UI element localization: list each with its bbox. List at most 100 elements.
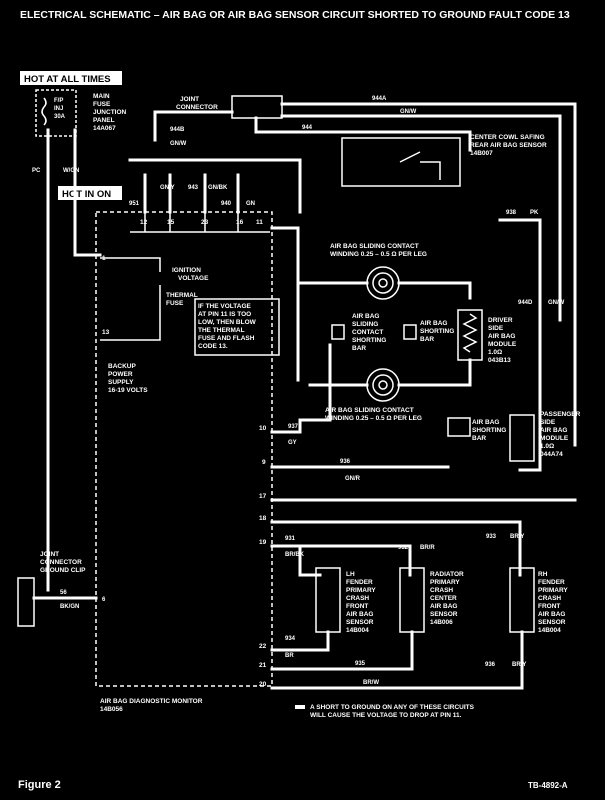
wire-937 bbox=[270, 343, 332, 434]
svg-text:BR: BR bbox=[285, 653, 294, 659]
svg-text:RADIATOR: RADIATOR bbox=[430, 571, 464, 578]
diagnostic-monitor-outline bbox=[95, 211, 273, 687]
svg-text:IF THE VOLTAGE: IF THE VOLTAGE bbox=[198, 303, 252, 310]
ground-clip-label: JOINT CONNECTOR GROUND CLIP bbox=[40, 551, 86, 574]
svg-text:AIR BAG: AIR BAG bbox=[346, 611, 373, 618]
svg-text:934: 934 bbox=[285, 636, 296, 642]
joint-connector-label-2: CONNECTOR bbox=[176, 104, 218, 111]
wire-944A bbox=[280, 102, 577, 447]
svg-text:AIR BAG: AIR BAG bbox=[472, 419, 499, 426]
svg-text:CENTER COWL SAFING: CENTER COWL SAFING bbox=[470, 134, 545, 141]
svg-text:JOINT: JOINT bbox=[40, 551, 59, 558]
svg-text:CODE 13.: CODE 13. bbox=[198, 343, 228, 350]
passenger-module-label: PASSENGER SIDE AIR BAG MODULE 1.0Ω 044A7… bbox=[540, 411, 581, 458]
svg-text:LOW, THEN BLOW: LOW, THEN BLOW bbox=[198, 319, 257, 326]
svg-text:SENSOR: SENSOR bbox=[430, 611, 458, 618]
svg-text:PK: PK bbox=[530, 210, 539, 216]
svg-text:PC: PC bbox=[32, 168, 41, 174]
svg-text:944B: 944B bbox=[170, 127, 185, 133]
svg-text:14A067: 14A067 bbox=[93, 125, 116, 132]
monitor-internal-bus bbox=[130, 212, 270, 233]
thermal-fuse-1: THERMAL bbox=[166, 292, 198, 299]
svg-text:931: 931 bbox=[285, 536, 296, 542]
svg-text:MODULE: MODULE bbox=[540, 435, 569, 442]
sliding-top-wires bbox=[296, 281, 472, 300]
svg-text:SIDE: SIDE bbox=[540, 419, 556, 426]
svg-text:19: 19 bbox=[259, 539, 267, 546]
shorting-bar-label: AIR BAG SHORTING BAR bbox=[420, 320, 454, 343]
wire-933 bbox=[270, 520, 522, 577]
monitor-top-pins: 12 15 23 16 11 bbox=[140, 219, 263, 226]
svg-text:AIR BAG SLIDING CONTACT: AIR BAG SLIDING CONTACT bbox=[330, 243, 419, 250]
note-box bbox=[194, 298, 280, 356]
wire-pin11 bbox=[270, 226, 300, 382]
hot-at-all-times-label: HOT AT ALL TIMES bbox=[24, 74, 111, 85]
passenger-shorting-bar-symbol bbox=[447, 417, 471, 437]
radiator-sensor-box bbox=[399, 567, 425, 633]
svg-text:BR/W: BR/W bbox=[363, 680, 379, 686]
svg-text:W/GN: W/GN bbox=[63, 168, 79, 174]
svg-text:WINDING 0.25 – 0.5 Ω PER LEG: WINDING 0.25 – 0.5 Ω PER LEG bbox=[330, 251, 427, 258]
fuse-label-2: INJ bbox=[54, 106, 63, 112]
svg-text:1.0Ω: 1.0Ω bbox=[540, 443, 554, 450]
svg-text:937: 937 bbox=[288, 424, 299, 430]
svg-text:944: 944 bbox=[302, 125, 313, 131]
wire-gnw-top bbox=[280, 114, 562, 322]
svg-text:THE THERMAL: THE THERMAL bbox=[198, 327, 245, 334]
legend-line-1: A SHORT TO GROUND ON ANY OF THESE CIRCUI… bbox=[310, 704, 475, 711]
svg-text:DRIVER: DRIVER bbox=[488, 317, 513, 324]
joint-connector-box bbox=[231, 95, 283, 119]
passenger-shorting-bar-label: AIR BAG SHORTING BAR bbox=[472, 419, 506, 442]
svg-text:SHORTING: SHORTING bbox=[472, 427, 506, 434]
thermal-fuse-2: FUSE bbox=[166, 300, 184, 307]
legend-swatch bbox=[295, 705, 305, 709]
hot-at-all-times-box bbox=[20, 71, 122, 85]
fuse-label-1: F/P bbox=[54, 98, 63, 104]
hot-in-on-label: HOT IN ON bbox=[62, 189, 111, 200]
svg-text:POWER: POWER bbox=[108, 371, 133, 378]
svg-text:11: 11 bbox=[256, 219, 263, 226]
svg-text:16-19 VOLTS: 16-19 VOLTS bbox=[108, 387, 148, 394]
svg-text:AIR BAG: AIR BAG bbox=[430, 603, 457, 610]
svg-text:CONTACT: CONTACT bbox=[352, 329, 383, 336]
diagram-title: ELECTRICAL SCHEMATIC – AIR BAG OR AIR BA… bbox=[20, 9, 570, 21]
fuse-label-3: 30A bbox=[54, 114, 66, 120]
sliding-contact-bottom-coil bbox=[366, 368, 400, 402]
svg-text:REAR AIR BAG SENSOR: REAR AIR BAG SENSOR bbox=[470, 142, 547, 149]
svg-text:BAR: BAR bbox=[472, 435, 486, 442]
svg-text:GROUND CLIP: GROUND CLIP bbox=[40, 567, 86, 574]
pin1-line bbox=[100, 257, 161, 272]
svg-text:043B13: 043B13 bbox=[488, 357, 511, 364]
svg-text:21: 21 bbox=[259, 662, 267, 669]
svg-text:FUSE: FUSE bbox=[93, 101, 111, 108]
sliding-contact-top-label: AIR BAG SLIDING CONTACT WINDING 0.25 – 0… bbox=[330, 243, 427, 258]
svg-text:GY: GY bbox=[288, 440, 297, 446]
wire-944 bbox=[254, 116, 472, 152]
fuse-symbol bbox=[41, 97, 47, 126]
lh-sensor-box bbox=[315, 567, 341, 633]
note-pin11-text: IF THE VOLTAGE AT PIN 11 IS TOO LOW, THE… bbox=[198, 303, 257, 350]
svg-text:10: 10 bbox=[259, 425, 267, 432]
radiator-sensor-label: RADIATOR PRIMARY CRASH CENTER AIR BAG SE… bbox=[430, 571, 464, 626]
svg-text:CENTER: CENTER bbox=[430, 595, 457, 602]
svg-text:MODULE: MODULE bbox=[488, 341, 517, 348]
safing-sensor-box bbox=[341, 137, 461, 187]
svg-text:940: 940 bbox=[221, 201, 232, 207]
monitor-right-pins: 10 9 17 18 19 22 21 20 bbox=[259, 425, 267, 688]
svg-text:56: 56 bbox=[60, 590, 67, 596]
svg-text:FENDER: FENDER bbox=[346, 579, 373, 586]
thermal-fuse-path bbox=[100, 285, 161, 341]
main-fuse-junction-label: MAIN FUSE JUNCTION PANEL 14A067 bbox=[93, 93, 127, 132]
svg-text:944A: 944A bbox=[372, 96, 387, 102]
svg-text:SIDE: SIDE bbox=[488, 325, 504, 332]
svg-text:BK/GN: BK/GN bbox=[60, 604, 79, 610]
diag-monitor-label-2: 14B056 bbox=[100, 706, 123, 713]
wire-gnw-mid bbox=[128, 158, 302, 214]
svg-text:1.0Ω: 1.0Ω bbox=[488, 349, 502, 356]
passenger-module-box bbox=[509, 414, 535, 462]
svg-text:JUNCTION: JUNCTION bbox=[93, 109, 127, 116]
svg-text:935: 935 bbox=[355, 661, 366, 667]
wire-936b bbox=[270, 630, 524, 690]
svg-text:AIR BAG: AIR BAG bbox=[538, 611, 565, 618]
svg-text:MAIN: MAIN bbox=[93, 93, 110, 100]
